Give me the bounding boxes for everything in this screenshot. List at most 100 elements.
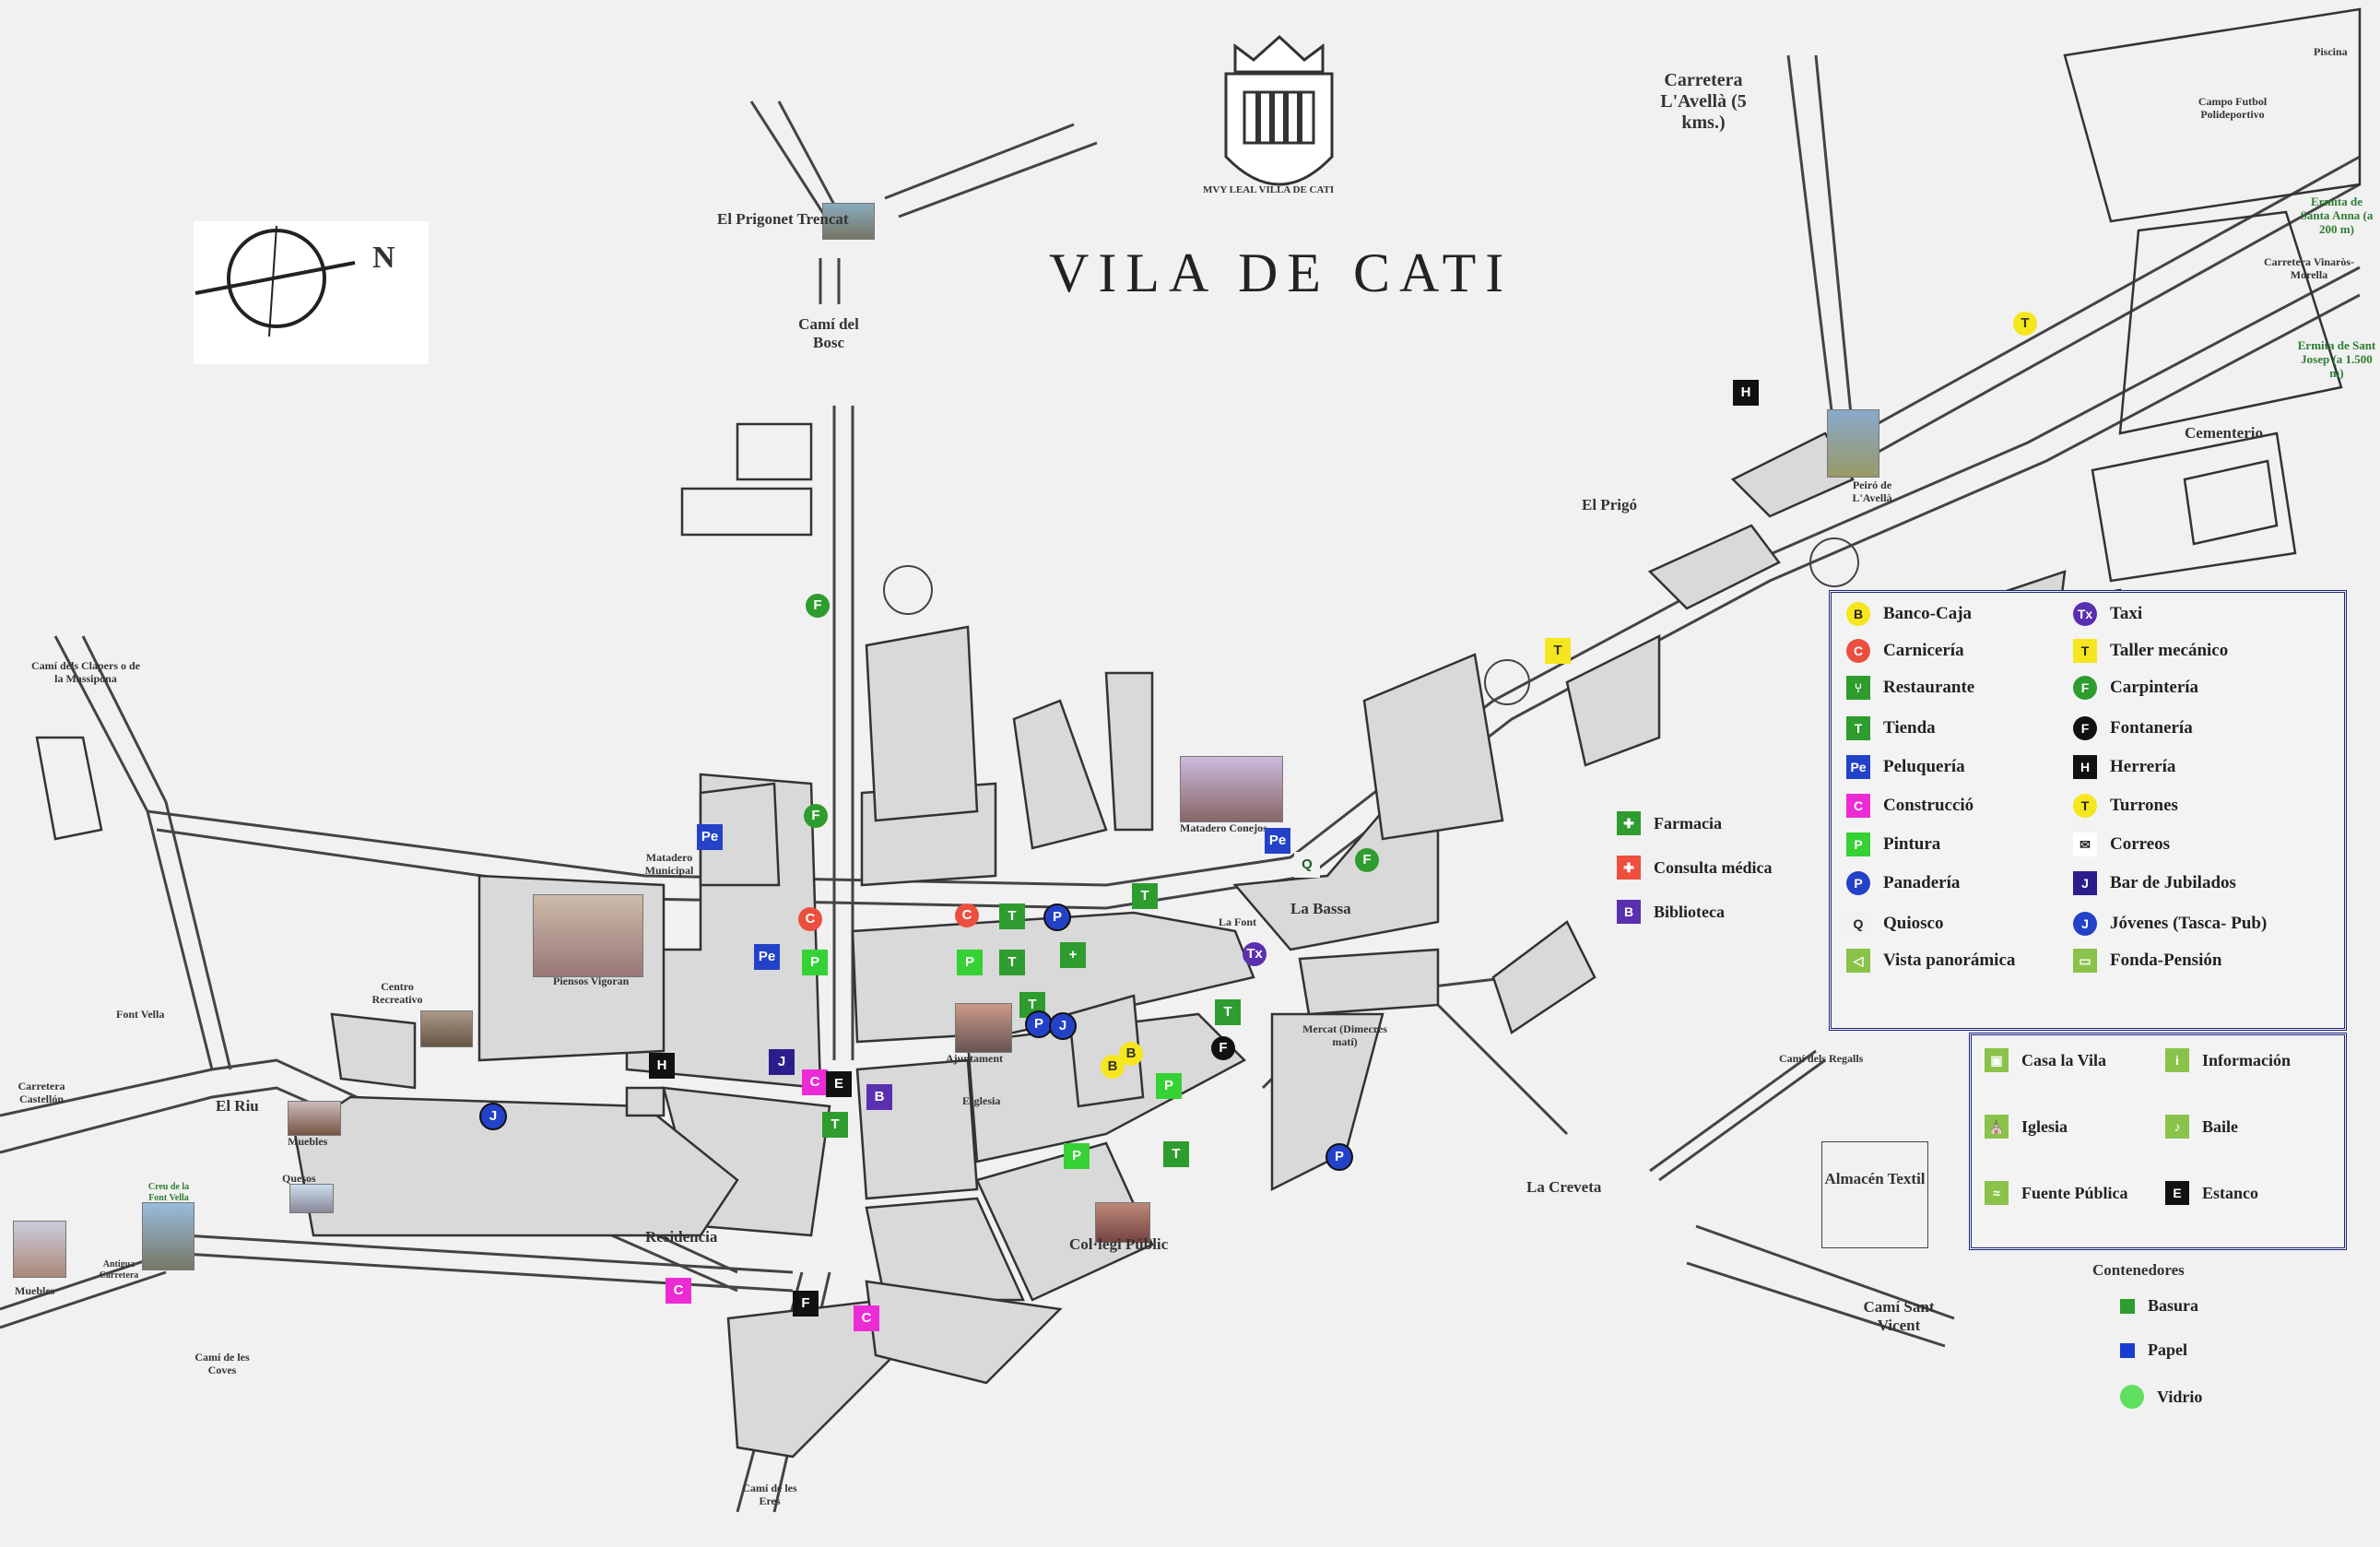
legend-icon: Tx bbox=[2073, 602, 2097, 626]
legend-icon: E bbox=[2165, 1181, 2189, 1205]
poi-marker[interactable]: F bbox=[1211, 1036, 1235, 1060]
label-campo-futbol: Campo Futbol Polideportivo bbox=[2197, 95, 2268, 121]
label-piensos: Piensos Vigoran bbox=[553, 974, 630, 987]
matadero-conejos-photo bbox=[1180, 756, 1283, 822]
container-icon bbox=[2120, 1298, 2135, 1314]
legend-public-item: ≈Fuente Pública bbox=[1985, 1181, 2128, 1205]
poi-marker[interactable]: J bbox=[1049, 1012, 1077, 1040]
poi-marker[interactable]: Tx bbox=[1243, 942, 1267, 966]
poi-marker[interactable]: C bbox=[802, 1069, 828, 1095]
poi-marker[interactable]: Pe bbox=[697, 824, 723, 850]
legend-icon: ✚ bbox=[1617, 811, 1641, 835]
legend-label: Información bbox=[2202, 1050, 2291, 1069]
poi-marker[interactable]: J bbox=[479, 1103, 507, 1130]
label-la-bassa: La Bassa bbox=[1290, 900, 1351, 917]
label-cami-coves: Camí de les Coves bbox=[194, 1351, 250, 1376]
label-el-riu: El Riu bbox=[216, 1097, 259, 1115]
poi-marker[interactable]: B bbox=[866, 1084, 892, 1110]
compass-north-label: N bbox=[372, 241, 395, 275]
poi-marker[interactable]: C bbox=[666, 1278, 691, 1304]
legend-label: Turrones bbox=[2110, 796, 2178, 815]
muebles-2-photo bbox=[13, 1221, 66, 1278]
label-carretera-avella: Carretera L'Avellà (5 kms.) bbox=[1660, 70, 1747, 133]
label-matadero-municipal: Matadero Municipal bbox=[644, 851, 694, 877]
legend-icon: C bbox=[1846, 639, 1870, 663]
label-piscina: Piscina bbox=[2314, 45, 2348, 58]
label-la-font: La Font bbox=[1219, 915, 1257, 928]
legend-icon: C bbox=[1846, 794, 1870, 818]
poi-marker[interactable]: C bbox=[955, 903, 979, 927]
legend-label: Fuente Pública bbox=[2021, 1183, 2128, 1202]
poi-marker[interactable]: C bbox=[854, 1305, 879, 1331]
legend-icon: T bbox=[2073, 639, 2097, 663]
poi-marker[interactable]: Pe bbox=[754, 944, 780, 970]
poi-marker[interactable]: T bbox=[999, 903, 1025, 929]
legend-label: Restaurante bbox=[1883, 678, 1975, 697]
label-cami-sant-vicent: Camí Sant Vicent bbox=[1863, 1298, 1935, 1334]
label-cami-regalls: Camí dels Regalls bbox=[1779, 1052, 1864, 1065]
poi-marker[interactable]: T bbox=[1132, 883, 1158, 909]
container-label: Vidrio bbox=[2157, 1387, 2203, 1406]
poi-marker[interactable]: T bbox=[1163, 1141, 1189, 1167]
poi-marker[interactable]: H bbox=[649, 1053, 675, 1079]
poi-marker[interactable]: E bbox=[826, 1071, 852, 1097]
legend-label: Vista panorámica bbox=[1883, 951, 2016, 970]
legend-icon: i bbox=[2165, 1048, 2189, 1072]
legend-label: Quiosco bbox=[1883, 914, 1944, 933]
poi-marker[interactable]: P bbox=[1043, 903, 1071, 931]
legend-label: Iglesia bbox=[2021, 1116, 2068, 1136]
label-cementerio: Cementerio bbox=[2185, 424, 2263, 442]
creu-font-vella-photo bbox=[142, 1202, 194, 1270]
legend-icon: J bbox=[2073, 871, 2097, 895]
poi-marker[interactable]: H bbox=[1733, 380, 1759, 406]
poi-marker[interactable]: T bbox=[1545, 638, 1571, 664]
coat-of-arms-motto: MVY LEAL VILLA DE CATI bbox=[1203, 184, 1335, 195]
label-creu-font-vella: Creu de la Font Vella bbox=[147, 1182, 190, 1203]
legend-label: Carpintería bbox=[2110, 678, 2199, 697]
legend-health-item: ✚Farmacia bbox=[1617, 811, 1722, 835]
label-cami-clapers: Camí dels Clapers o de la Massipona bbox=[31, 659, 140, 685]
poi-marker[interactable]: P bbox=[1064, 1143, 1090, 1169]
label-ermita-sant-josep: Ermita de Sant Josep (a 1.500 m) bbox=[2297, 338, 2376, 380]
poi-marker[interactable]: T bbox=[1215, 999, 1241, 1025]
container-icon bbox=[2120, 1385, 2144, 1409]
collegi-photo bbox=[1095, 1202, 1150, 1243]
poi-marker[interactable]: C bbox=[798, 907, 822, 931]
label-cami-eres: Camí de les Eres bbox=[742, 1482, 797, 1507]
poi-marker[interactable]: P bbox=[802, 950, 828, 975]
poi-marker[interactable]: P bbox=[1156, 1073, 1182, 1099]
legend-item: ⑂Restaurante bbox=[1846, 676, 1974, 700]
piensos-photo bbox=[533, 894, 643, 977]
legend-item: ◁Vista panorámica bbox=[1846, 949, 2015, 973]
poi-marker[interactable]: P bbox=[1325, 1143, 1353, 1171]
poi-marker[interactable]: Pe bbox=[1265, 828, 1290, 854]
label-collegi: Col·legi Públic bbox=[1069, 1235, 1169, 1253]
container-item: Basura bbox=[2120, 1296, 2198, 1316]
poi-marker[interactable]: Q bbox=[1294, 852, 1320, 878]
legend-label: Biblioteca bbox=[1654, 902, 1725, 921]
poi-marker[interactable]: + bbox=[1060, 942, 1086, 968]
poi-marker[interactable]: F bbox=[804, 804, 828, 828]
legend-label: Jóvenes (Tasca- Pub) bbox=[2110, 914, 2268, 933]
legend-icon: ✉ bbox=[2073, 833, 2097, 856]
poi-marker[interactable]: F bbox=[1355, 848, 1379, 872]
poi-marker[interactable]: J bbox=[769, 1049, 795, 1075]
poi-marker[interactable]: F bbox=[806, 594, 830, 618]
legend-label: Fontanería bbox=[2110, 718, 2193, 738]
poi-marker[interactable]: F bbox=[793, 1291, 819, 1317]
poi-marker[interactable]: P bbox=[957, 950, 983, 975]
poi-marker[interactable]: B bbox=[1119, 1042, 1143, 1066]
poi-marker[interactable]: T bbox=[999, 950, 1025, 975]
poi-marker[interactable]: T bbox=[822, 1112, 848, 1138]
poi-marker[interactable]: T bbox=[2013, 312, 2037, 336]
